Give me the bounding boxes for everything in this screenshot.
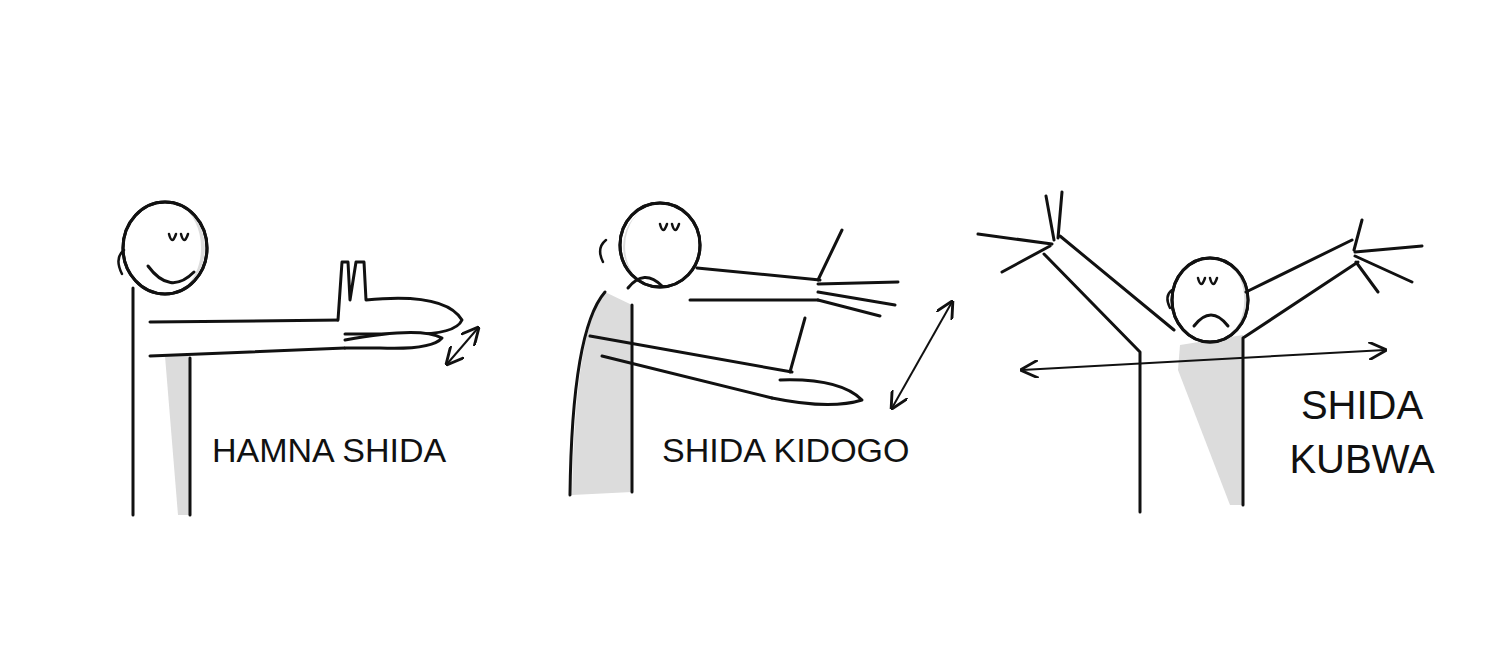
small-range-arrow xyxy=(447,328,478,364)
caption-text: SHIDA KUBWA xyxy=(1289,383,1434,481)
caption-label: SHIDA KIDOGO xyxy=(662,428,932,474)
caption-text: HAMNA SHIDA xyxy=(212,431,446,469)
caption-text: SHIDA KIDOGO xyxy=(662,431,910,469)
figure-calm xyxy=(118,202,462,515)
caption-label: SHIDA KUBWA xyxy=(1262,378,1462,486)
caption-label: HAMNA SHIDA xyxy=(212,428,472,474)
large-range-arrow xyxy=(1022,350,1385,370)
medium-range-arrow xyxy=(892,302,952,408)
